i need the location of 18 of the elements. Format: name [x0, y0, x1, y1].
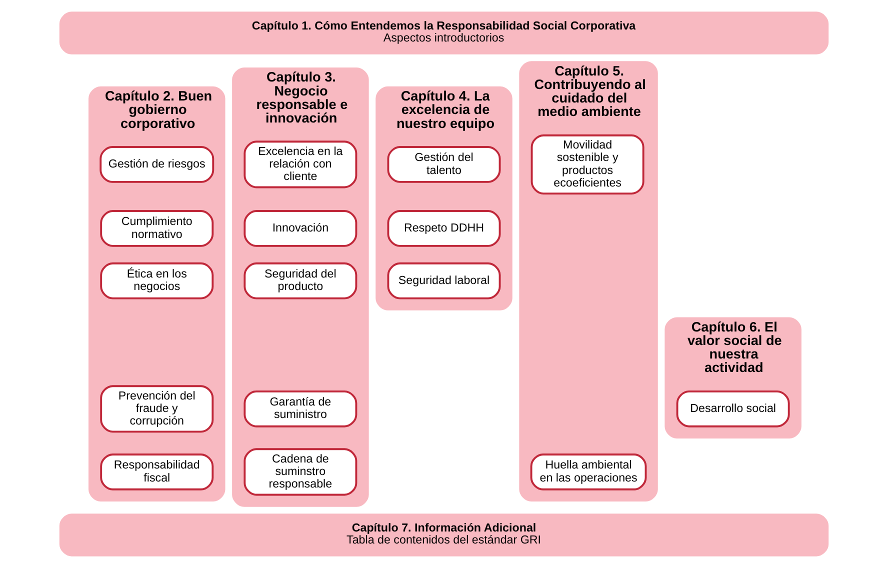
node-box: Excelencia en la relación con cliente	[244, 140, 358, 188]
node-box: Respeto DDHH	[387, 210, 501, 247]
node-box: Ética en los negocios	[100, 262, 214, 300]
node-box: Garantía de suministro	[244, 390, 358, 428]
node-box: Desarrollo social	[676, 390, 790, 428]
node-box: Gestión del talento	[387, 146, 501, 183]
node-box: Gestión de riesgos	[100, 146, 214, 183]
node-box: Cadena de suminstro responsable	[244, 448, 358, 496]
node-box: Prevención del fraude y corrupción	[100, 385, 214, 433]
node-box: Movilidad sostenible y productos ecoeficientes	[530, 134, 644, 195]
node-box: Cumplimiento normativo	[100, 210, 214, 247]
node-box: Capítulo 1. Cómo Entendemos la Responsabilidad Social Corporativa Aspectos introductorios	[59, 12, 829, 54]
node-box: Huella ambiental en las operaciones	[530, 454, 647, 490]
node-box: Seguridad laboral	[387, 262, 501, 300]
node-box: Innovación	[244, 210, 358, 247]
node-box: Seguridad del producto	[244, 262, 358, 300]
node-box: Capítulo 7. Información Adicional Tabla de contenidos del estándar GRI	[59, 514, 829, 556]
node-box: Responsabilidad fiscal	[100, 454, 214, 490]
